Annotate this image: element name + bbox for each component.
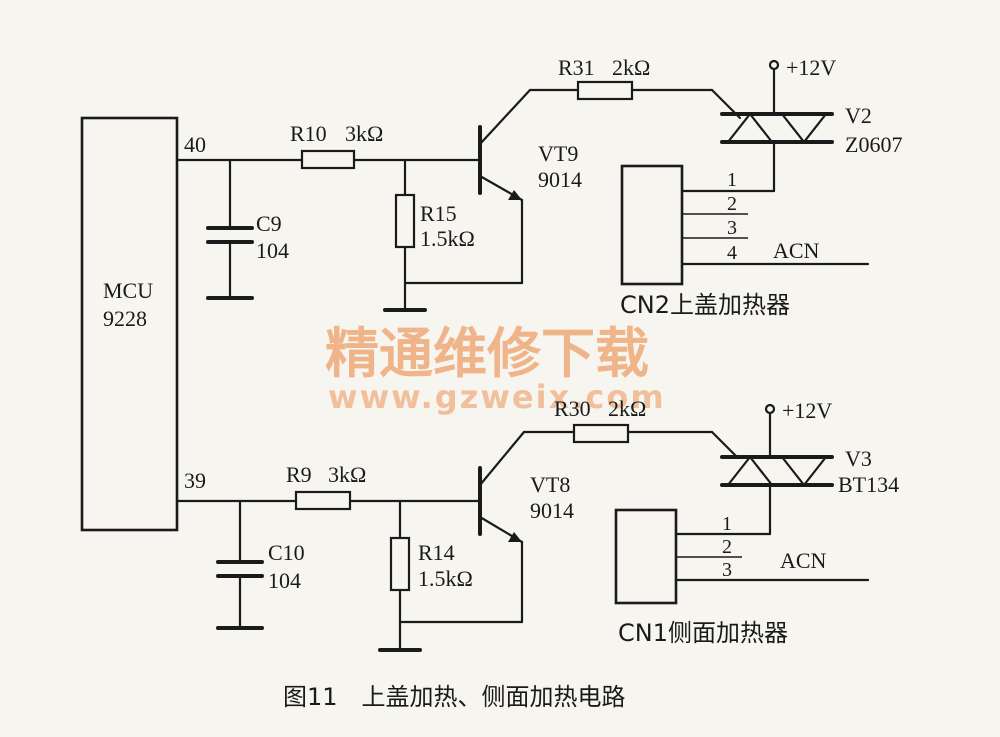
vt9-ref: VT9: [538, 141, 578, 166]
resistor-r10: [300, 149, 356, 170]
connector-cn2: [620, 164, 684, 286]
mcu-block: [80, 116, 179, 532]
triac-v3: [720, 455, 834, 487]
resistor-r31: [576, 80, 634, 101]
cn1-label: CN1侧面加热器: [618, 619, 788, 647]
watermark-title: 精通维修下载: [325, 322, 649, 385]
mcu-pin-39: 39: [184, 468, 206, 493]
cn1-pin-3: 3: [722, 559, 732, 581]
watermark-url: www.gzweix.com: [328, 378, 666, 416]
transistor-vt9: [478, 88, 532, 202]
r30-ref: R30: [554, 396, 591, 421]
resistor-r15: [394, 193, 416, 249]
r14-value: 1.5kΩ: [418, 566, 473, 591]
r10-ref: R10: [290, 121, 327, 146]
c9-ref: C9: [256, 211, 282, 236]
v3-model: BT134: [838, 472, 899, 497]
vt8-ref: VT8: [530, 472, 570, 497]
cn2-pin-4: 4: [727, 242, 737, 264]
cn1-pin-2: 2: [722, 536, 732, 558]
vt8-model: 9014: [530, 498, 574, 523]
cn1-acn-label: ACN: [780, 548, 827, 573]
supply-terminal: [768, 59, 780, 71]
supply-label: +12V: [782, 398, 832, 423]
r10-value: 3kΩ: [345, 121, 383, 146]
r31-ref: R31: [558, 55, 595, 80]
cn2-pin-2: 2: [727, 193, 737, 215]
supply-label: +12V: [786, 55, 836, 80]
triac-v2: [720, 112, 834, 144]
mcu-model: 9228: [103, 306, 147, 331]
cn2-acn-label: ACN: [773, 238, 820, 263]
cn2-pin-1: 1: [727, 169, 737, 191]
supply-terminal: [764, 403, 776, 415]
r30-value: 2kΩ: [608, 396, 646, 421]
r9-ref: R9: [286, 462, 312, 487]
c10-value: 104: [268, 568, 301, 593]
vt9-model: 9014: [538, 167, 582, 192]
r31-value: 2kΩ: [612, 55, 650, 80]
connector-cn1: [614, 508, 678, 605]
resistor-r9: [294, 490, 352, 511]
mcu-pin-40: 40: [184, 132, 206, 157]
r15-ref: R15: [420, 201, 457, 226]
c10-ref: C10: [268, 540, 305, 565]
r9-value: 3kΩ: [328, 462, 366, 487]
cn1-pin-1: 1: [722, 513, 732, 535]
v2-ref: V2: [845, 103, 872, 128]
cn2-label: CN2上盖加热器: [620, 291, 790, 319]
cn2-pin-3: 3: [727, 217, 737, 239]
transistor-vt8: [478, 430, 526, 544]
r14-ref: R14: [418, 540, 455, 565]
resistor-r30: [572, 423, 630, 444]
top-heater-circuit: +12V 1 2 3 4 ACN CN2上盖加热器 R10 3kΩ C9 104…: [175, 55, 902, 319]
resistor-r14: [389, 536, 411, 592]
r15-value: 1.5kΩ: [420, 226, 475, 251]
v3-ref: V3: [845, 446, 872, 471]
mcu-name: MCU: [103, 278, 153, 303]
v2-model: Z0607: [845, 132, 902, 157]
side-heater-circuit: +12V 1 2 3 ACN CN1侧面加热器 R9 3kΩ C10 104 R…: [175, 396, 899, 652]
c9-value: 104: [256, 238, 289, 263]
figure-caption: 图11 上盖加热、侧面加热电路: [283, 683, 626, 711]
